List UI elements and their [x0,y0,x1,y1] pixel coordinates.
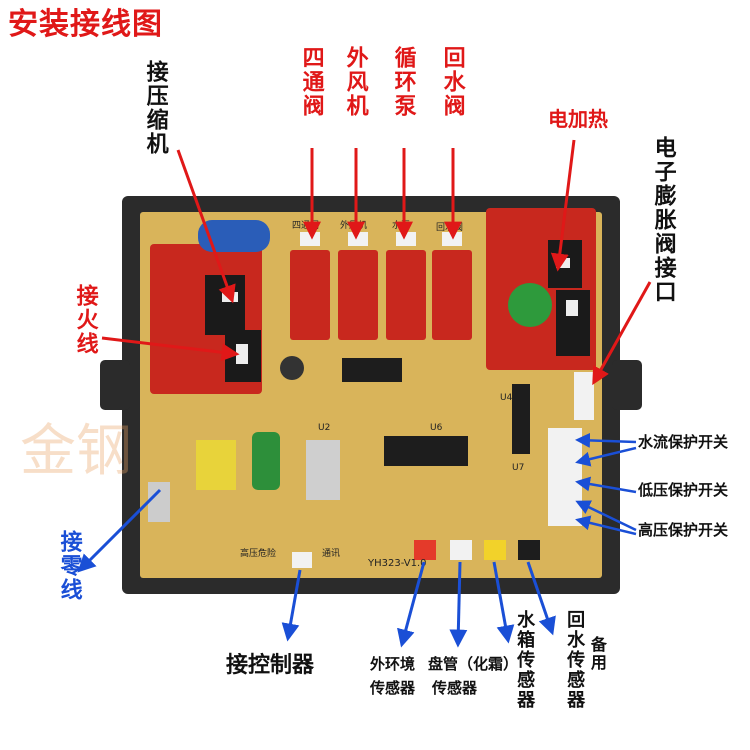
label-water-flow-switch: 水流保护开关 [638,433,729,451]
label-controller: 接控制器 [226,653,315,678]
arrow-compressor [176,149,236,304]
ic-mcu [384,436,468,466]
label-low-pressure-switch: 低压保护开关 [638,481,729,499]
ic-label-u2: U2 [318,423,330,433]
capacitor-small [280,356,304,380]
start-capacitor [198,220,270,252]
relay-label-fan: 外风机 [340,219,367,231]
arrow-high-pressure-2 [575,515,637,536]
heatsink [306,440,340,500]
relay-four-way-valve [290,250,330,340]
arrow-tank-sensor [492,561,515,644]
arrow-water-flow-2 [575,446,637,467]
relay-logo [508,283,552,327]
label-return-valve: 回水阀 [439,46,465,118]
arrow-live-wire [101,336,240,362]
label-high-pressure-switch: 高压保护开关 [638,521,729,539]
ambient-sensor-connector [414,540,436,560]
arrow-controller [281,569,302,642]
watermark: 金钢 [20,419,132,484]
transformer [196,440,236,490]
relay-label-four-way: 四通阀 [292,220,319,231]
arrow-return-sensor [526,561,556,636]
relay-pump [386,250,426,340]
relay-label-return: 回水阀 [436,221,463,233]
label-coil-sensor-line2: 传感器 [432,679,478,697]
tank-sensor-connector [484,540,506,560]
model-number: YH323-V1.0 [367,558,426,569]
label-coil-sensor-line1: 盘管（化霜） [428,655,519,673]
ic-label-u4: U4 [500,393,513,403]
connector-pump [396,232,416,246]
heat-terminal-pin-2 [566,300,578,316]
electrolytic-capacitor [252,432,280,490]
controller-connector [292,552,312,568]
connector-fan [348,232,368,246]
ic-label-u6: U6 [430,423,443,433]
neutral-terminal [148,482,170,522]
label-circulation-pump: 循环泵 [390,46,416,118]
mount-tab-right [612,360,642,410]
heat-terminal-2 [556,290,590,356]
ic-u4 [342,358,402,382]
protection-switch-connector [548,428,582,526]
ic-label-u7: U7 [512,463,524,473]
mount-tab-left [100,360,130,410]
relay-label-pump: 水泵 [392,219,410,231]
label-tank-sensor: 水箱传感器 [514,610,536,710]
label-neutral-wire: 接零线 [56,530,82,602]
connector-four-way [300,232,320,246]
warning-text: 高压危险 [240,547,276,559]
label-ambient-sensor-line2: 传感器 [370,679,416,697]
relay-terminal-pin-2 [236,344,248,364]
arrow-ambient-sensor [397,561,426,648]
relay-outdoor-fan [338,250,378,340]
relay-return-valve [432,250,472,340]
label-electric-heat: 电加热 [548,107,608,131]
label-four-way-valve: 四通阀 [298,46,324,118]
label-compressor: 接压缩机 [142,60,168,156]
arrow-low-pressure [575,476,637,494]
coil-sensor-connector [450,540,472,560]
arrow-coil-sensor [449,561,468,648]
arrow-water-flow [575,432,637,448]
label-spare: 备用 [587,636,607,672]
comm-label: 通讯 [322,548,340,559]
arrow-electric-heat [550,139,576,272]
label-outdoor-fan: 外风机 [342,46,368,118]
arrow-expansion-valve [592,281,652,386]
ic-u7 [512,384,530,454]
arrow-neutral-wire [77,488,162,573]
label-live-wire: 接火线 [72,284,98,356]
label-return-water-sensor: 回水传感器 [564,610,586,710]
label-ambient-sensor-line1: 外环境 [370,655,416,673]
arrow-high-pressure [575,500,637,532]
label-expansion-valve: 电子膨胀阀接口 [650,136,676,304]
expansion-valve-connector [574,372,594,420]
page-title: 安装接线图 [8,7,163,42]
return-sensor-connector [518,540,540,560]
